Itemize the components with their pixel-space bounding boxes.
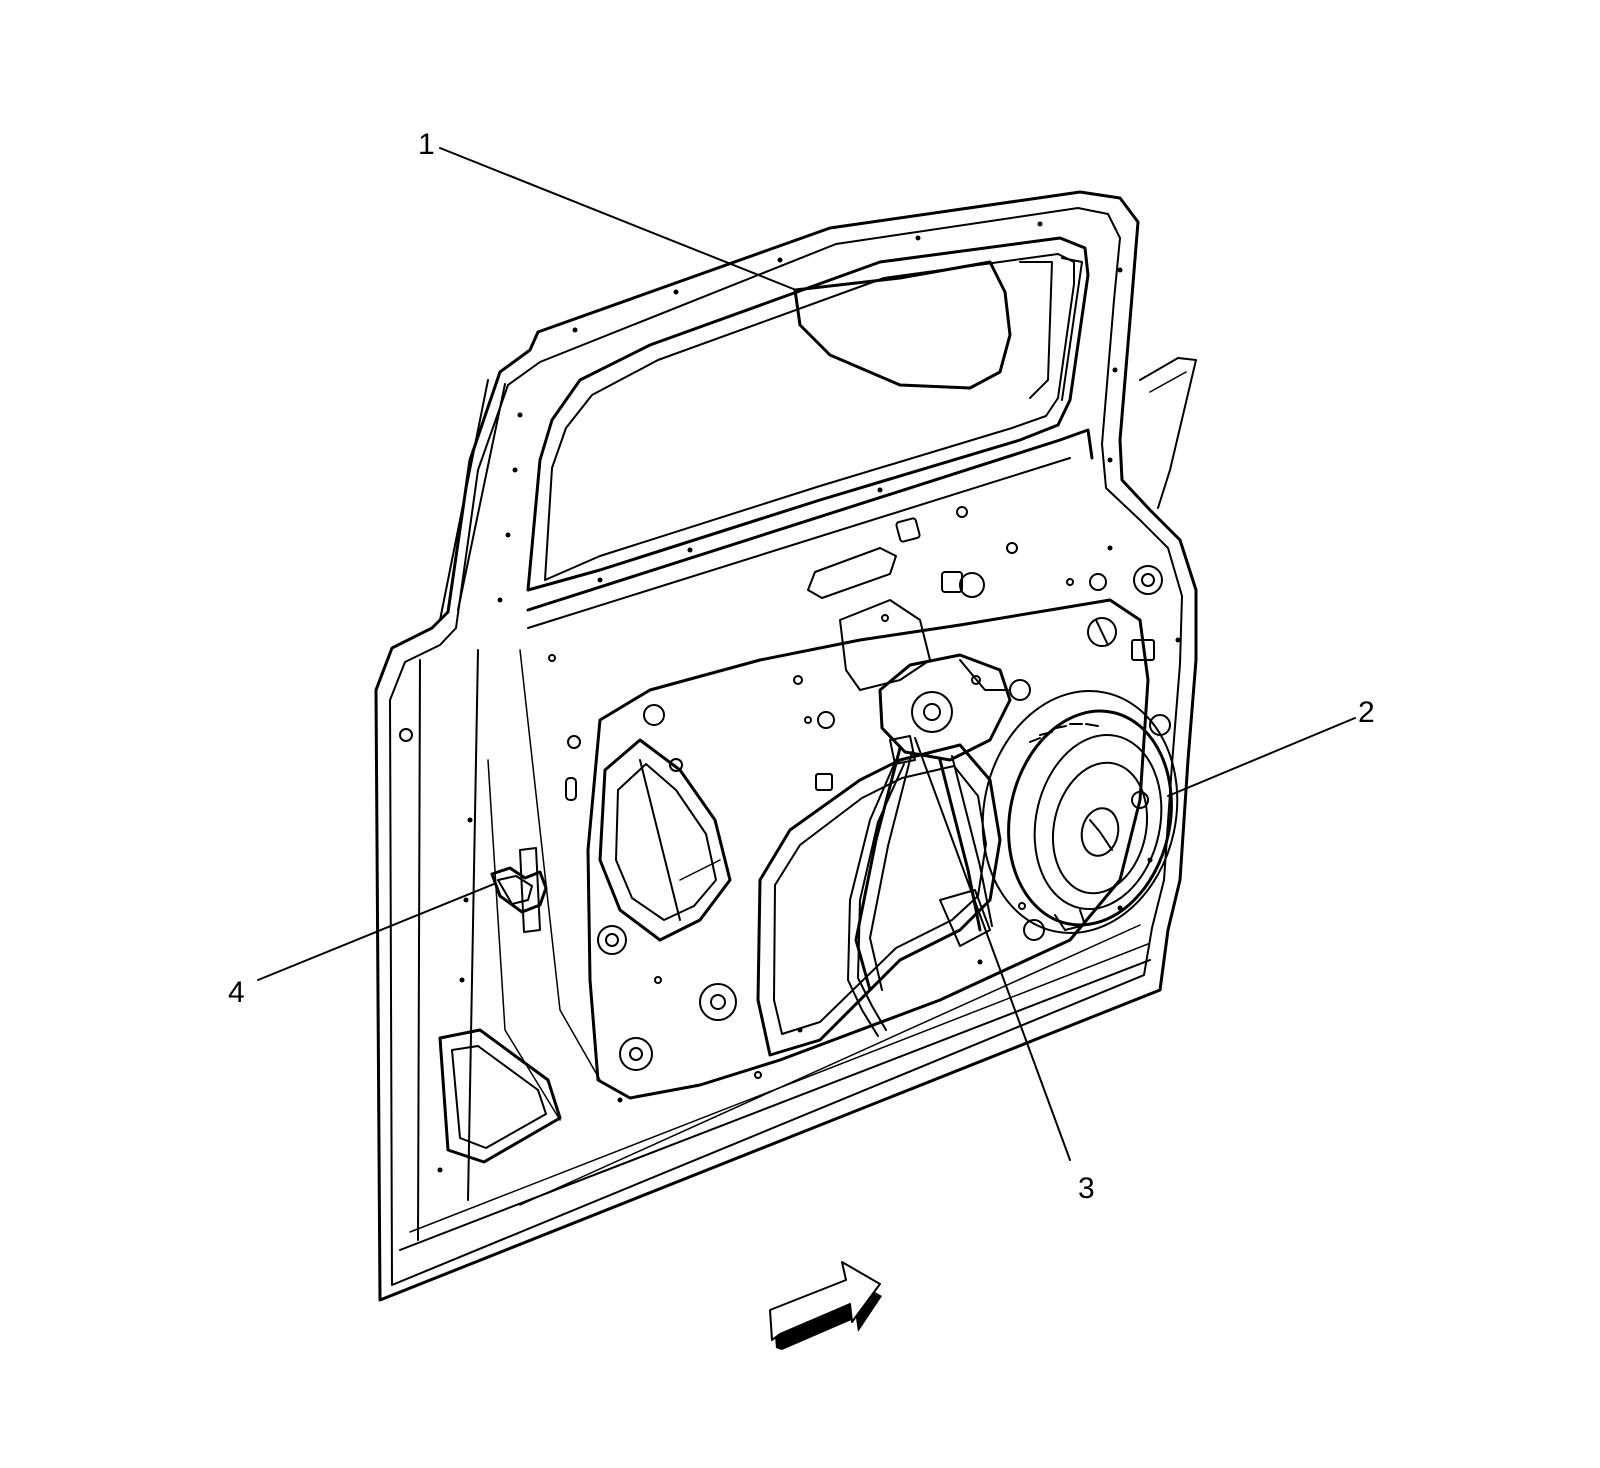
callout-3: 3: [1078, 1172, 1095, 1205]
leader-line-3: [914, 737, 1071, 1161]
door-inner-panel: [374, 190, 1198, 1302]
callout-leaders: [257, 147, 1356, 1161]
callout-4: 4: [228, 976, 245, 1009]
callout-2: 2: [1358, 696, 1375, 729]
leader-line-4: [257, 883, 495, 981]
door-speaker: [981, 690, 1179, 934]
callout-1: 1: [418, 128, 435, 161]
window-regulator: [847, 653, 1012, 1037]
door-check-bracket: [490, 847, 548, 933]
leader-line-1: [439, 147, 797, 291]
view-direction-arrow-icon: [769, 1261, 882, 1350]
leader-line-2: [1167, 717, 1356, 797]
